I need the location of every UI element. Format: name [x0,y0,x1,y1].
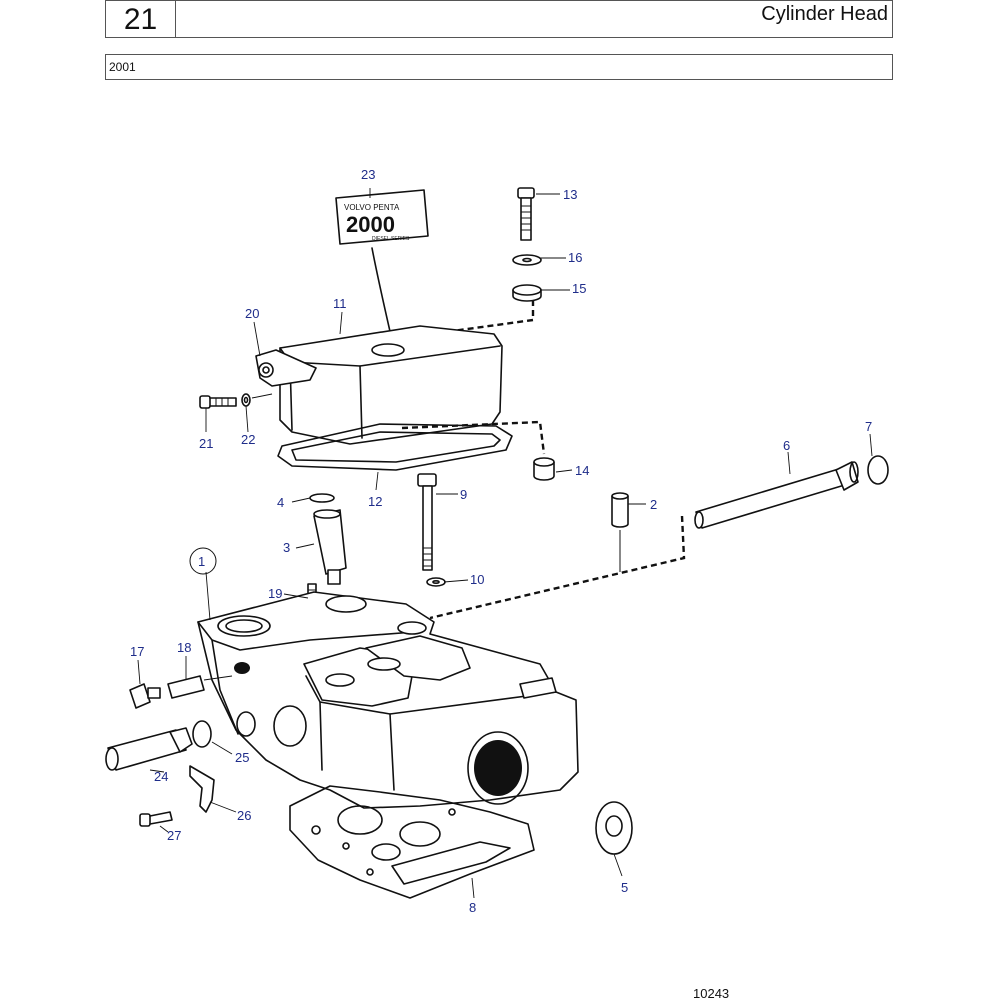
callout-18: 18 [177,640,191,655]
leader-lines [137,188,873,899]
part-26-clamp[interactable] [189,765,215,813]
callout-2: 2 [650,497,657,512]
part-24-injector[interactable] [105,727,193,771]
part-14-sleeve[interactable] [533,457,555,481]
callout-25: 25 [235,750,249,765]
part-25-seal[interactable] [192,720,212,748]
callout-27: 27 [167,828,181,843]
callout-24: 24 [154,769,168,784]
callout-11: 11 [333,296,347,311]
model-year-bar: 2001 [105,54,893,80]
callout-16: 16 [568,250,582,265]
callout-15: 15 [572,281,586,296]
callout-1: 1 [198,554,205,569]
part-13-bolt[interactable] [517,187,535,241]
part-18-sensor[interactable] [167,675,233,699]
part-1-cylinder-head[interactable] [197,591,579,809]
callout-20: 20 [245,306,259,321]
part-12-gasket[interactable] [277,423,513,471]
callout-23: 23 [361,167,375,182]
model-year: 2001 [109,60,136,74]
part-22-washer[interactable] [241,393,251,407]
section-header: 21 Cylinder Head [105,0,893,38]
reference-number: 10243 [693,986,730,1001]
part-10-washer[interactable] [426,577,446,587]
part-23-decal[interactable]: VOLVO PENTA 2000 DIESEL SERIES [335,189,429,396]
callout-1-circle [189,547,217,575]
part-16-washer[interactable] [512,254,542,266]
callout-labels: 1 2 3 4 5 6 7 8 9 10 11 12 13 14 15 16 1… [130,167,872,915]
callout-9: 9 [460,487,467,502]
part-15-seal[interactable] [512,284,542,302]
callout-21: 21 [199,436,213,451]
callout-14: 14 [575,463,589,478]
part-4-o-ring[interactable] [309,493,335,503]
decal-line-1: VOLVO PENTA [344,203,400,212]
part-8-head-gasket[interactable] [289,785,535,899]
part-21-screw[interactable] [199,395,237,409]
section-number: 21 [106,1,176,37]
callout-17: 17 [130,644,144,659]
decal-line-3: DIESEL SERIES [372,236,410,242]
part-17-plug[interactable] [129,683,161,709]
part-11-valve-cover[interactable] [255,325,503,445]
callout-4: 4 [277,495,284,510]
part-7-seal-ring[interactable] [867,455,889,485]
part-5-plug[interactable] [595,801,633,855]
callout-8: 8 [469,900,476,915]
callout-7: 7 [865,419,872,434]
callout-3: 3 [283,540,290,555]
part-2-dowel[interactable] [611,492,629,528]
page-title: Cylinder Head [761,3,888,25]
callout-13: 13 [563,187,577,202]
callout-12: 12 [368,494,382,509]
part-27-screw[interactable] [139,811,173,827]
callout-26: 26 [237,808,251,823]
decal-line-2: 2000 [346,212,395,237]
callout-19: 19 [268,586,282,601]
callout-10: 10 [470,572,484,587]
callout-5: 5 [621,880,628,895]
callout-22: 22 [241,432,255,447]
part-3-sleeve[interactable] [313,509,347,585]
callout-6: 6 [783,438,790,453]
part-6-tube[interactable] [694,461,859,529]
part-9-bolt[interactable] [417,473,437,571]
